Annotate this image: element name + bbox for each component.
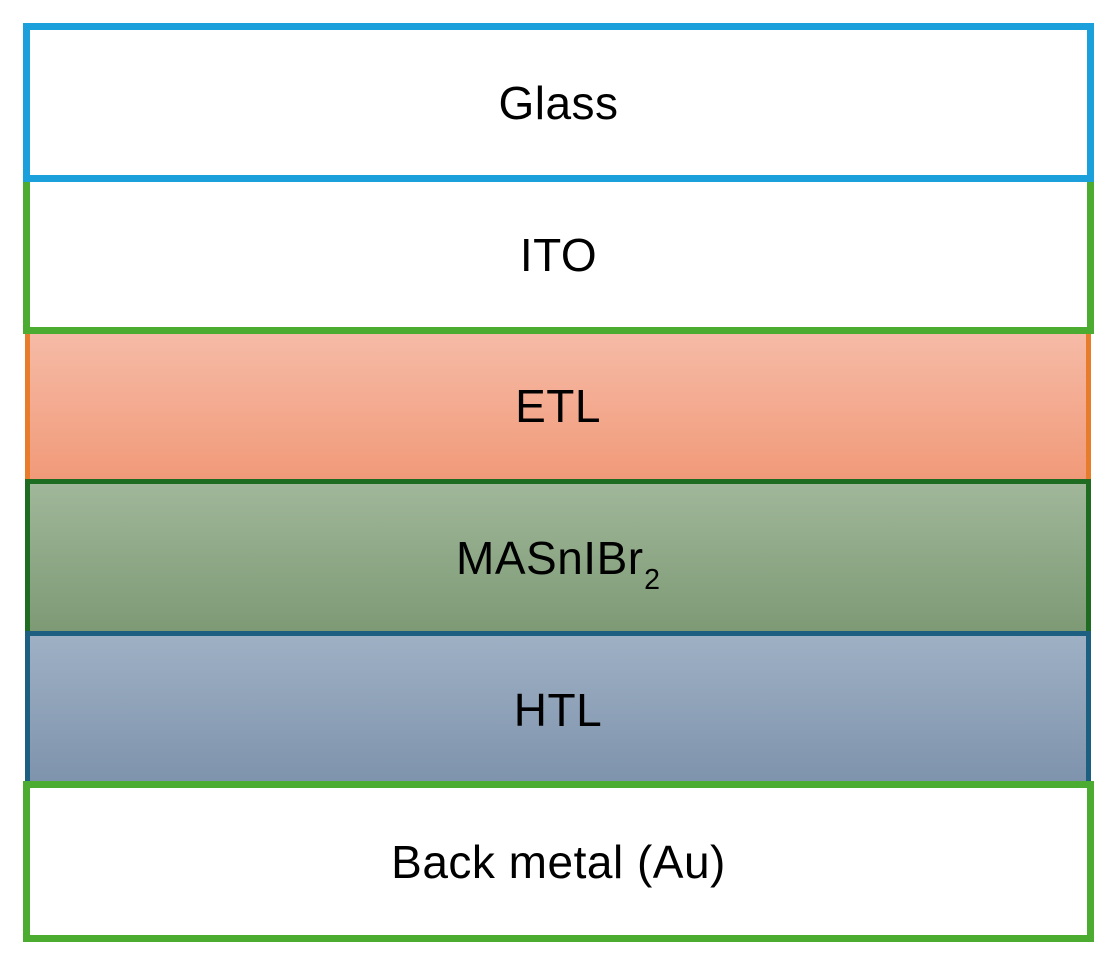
layer-back-metal-label: Back metal (Au) — [391, 839, 726, 885]
layer-etl: ETL — [25, 327, 1091, 484]
label-text: ETL — [515, 379, 601, 432]
layer-ito-label: ITO — [520, 232, 597, 278]
layer-ito: ITO — [23, 175, 1094, 334]
label-text: Back metal (Au) — [391, 835, 726, 888]
layer-glass: Glass — [23, 23, 1094, 182]
layer-back-metal: Back metal (Au) — [23, 781, 1094, 942]
label-text: HTL — [513, 683, 603, 736]
label-text: MASnIBr — [456, 531, 644, 584]
label-text: Glass — [498, 76, 619, 129]
layer-htl-label: HTL — [514, 687, 602, 733]
layer-masnibr2-label: MASnIBr2 — [456, 531, 660, 595]
label-text: ITO — [519, 228, 598, 281]
layer-etl-label: ETL — [515, 383, 601, 429]
layer-masnibr2-absorber: MASnIBr2 — [25, 479, 1091, 636]
layer-glass-label: Glass — [498, 80, 618, 126]
label-subscript: 2 — [644, 563, 661, 596]
layer-htl: HTL — [25, 631, 1091, 788]
